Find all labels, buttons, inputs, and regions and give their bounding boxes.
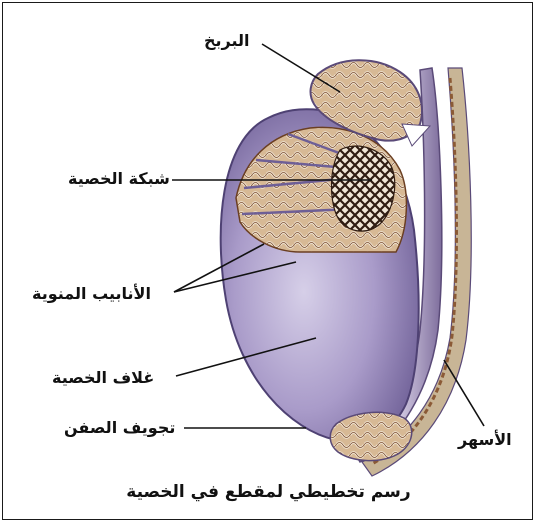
label-vas-deferens: الأسهر bbox=[458, 432, 512, 448]
label-seminiferous-tubules: الأنابيب المنوية bbox=[32, 286, 151, 302]
label-scrotal-cavity: تجويف الصفن bbox=[64, 420, 175, 436]
label-epididymis: البربخ bbox=[204, 33, 250, 49]
label-rete-testis: شبكة الخصية bbox=[68, 171, 170, 187]
figure-caption: رسم تخطيطي لمقطع في الخصية bbox=[0, 482, 537, 502]
rete-testis-network bbox=[332, 146, 395, 231]
label-tunica: غلاف الخصية bbox=[52, 370, 154, 386]
epididymis-tail bbox=[330, 412, 411, 460]
